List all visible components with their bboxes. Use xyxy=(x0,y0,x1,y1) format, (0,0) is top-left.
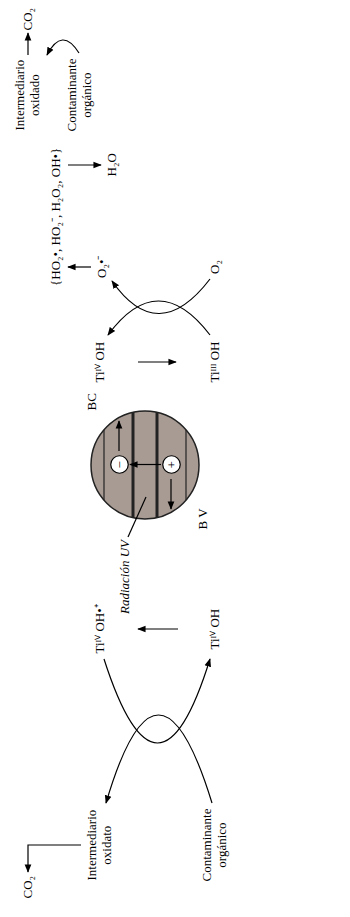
particle-outline xyxy=(90,410,200,520)
species-label: CO₂ xyxy=(21,8,36,31)
excitation-arrow xyxy=(130,464,161,465)
text-holder: Intermediario oxidato xyxy=(85,810,115,881)
text-holder: B V xyxy=(196,508,211,529)
carrier-circle xyxy=(162,456,180,474)
species-label: O₂•⁻ xyxy=(95,256,110,278)
species-label: Contaminante orgánico xyxy=(200,809,230,882)
reaction-arrow xyxy=(28,845,81,872)
species-label: Contaminante orgánico xyxy=(65,59,95,132)
band-edge xyxy=(156,410,159,520)
reaction-arrow xyxy=(138,628,178,629)
species-label: Tiᴵᴵᴵ OH xyxy=(208,342,223,383)
species-label: O₂ xyxy=(208,260,223,274)
text-holder: Radiación UV xyxy=(118,540,133,614)
text-holder: Tiᴵⱽ OH xyxy=(208,609,223,650)
titania-particle: BCB V−+ xyxy=(90,410,200,520)
band-edge xyxy=(132,410,135,520)
text-holder: Tiᴵⱽ OH•⁺ xyxy=(93,604,108,653)
text-holder: − xyxy=(113,461,126,468)
particle-body xyxy=(91,411,199,519)
species-label: Intermediario oxidado xyxy=(13,60,43,131)
text-holder: CO₂ xyxy=(21,8,36,31)
species-label: Tiᴵⱽ OH xyxy=(208,609,223,650)
text-holder: Intermediario oxidado xyxy=(13,60,43,131)
species-label: Intermediario oxidato xyxy=(85,810,115,881)
curved-arrow xyxy=(47,40,79,55)
reaction-arrow xyxy=(68,164,101,165)
hole-symbol: + xyxy=(162,456,181,475)
electron-symbol: − xyxy=(110,456,129,475)
band-edge xyxy=(103,410,104,520)
band-label: B V xyxy=(196,508,211,529)
reaction-arrow xyxy=(138,361,176,362)
radiation-label: Radiación UV xyxy=(118,540,133,614)
reaction-arrow xyxy=(27,33,28,55)
text-holder: BC xyxy=(85,393,100,410)
text-holder: + xyxy=(165,461,178,468)
text-holder: O₂•⁻ xyxy=(95,256,110,278)
reaction-arrow xyxy=(68,266,91,267)
text-holder: Contaminante orgánico xyxy=(65,59,95,132)
text-holder: O₂ xyxy=(208,260,223,274)
charge-sign: − xyxy=(113,461,126,468)
charge-sign: + xyxy=(165,461,178,468)
coupled-arrow xyxy=(112,279,210,314)
text-holder: Contaminante orgánico xyxy=(200,809,230,882)
text-holder: CO₂ xyxy=(21,876,36,899)
species-label: Tiᴵⱽ OH•⁺ xyxy=(93,604,108,653)
text-holder: Tiᴵᴵᴵ OH xyxy=(208,342,223,383)
text-holder: H₂O xyxy=(105,153,120,176)
band-label: BC xyxy=(85,393,100,410)
hole-path xyxy=(170,479,171,509)
band-edge xyxy=(185,410,186,520)
coupled-arrow xyxy=(104,659,210,743)
coupled-arrow xyxy=(106,715,212,803)
text-holder: Tiᴵⱽ OH xyxy=(93,342,108,383)
text-holder: {HO₂•, HO₂⁻, H₂O₂, OH•} xyxy=(49,148,64,286)
species-label: H₂O xyxy=(105,153,120,176)
species-label: CO₂ xyxy=(21,876,36,899)
species-label: {HO₂•, HO₂⁻, H₂O₂, OH•} xyxy=(49,148,64,286)
species-label: Tiᴵⱽ OH xyxy=(93,342,108,383)
carrier-circle xyxy=(110,456,128,474)
coupled-arrow xyxy=(108,301,210,335)
electron-path xyxy=(118,421,119,451)
